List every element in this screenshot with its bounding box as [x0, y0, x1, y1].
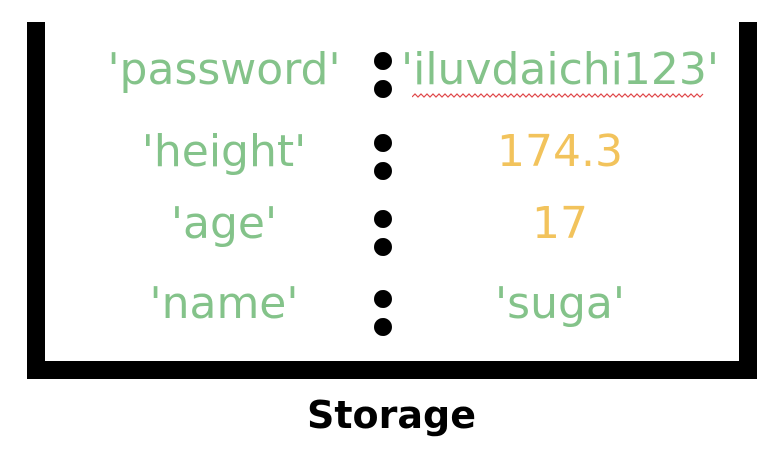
- storage-caption: Storage: [307, 393, 476, 437]
- container-bottom-wall: [27, 361, 757, 379]
- container-right-wall: [739, 22, 757, 379]
- row-value: 17: [532, 198, 588, 249]
- row-key: 'height': [141, 126, 307, 177]
- row-value: 'iluvdaichi123': [401, 44, 719, 95]
- row-key: 'age': [170, 198, 278, 249]
- row-value: 174.3: [497, 126, 623, 177]
- row-value: 'suga': [495, 278, 625, 329]
- colon-separator: [374, 290, 392, 338]
- storage-row-height: 'height' 174.3: [0, 130, 783, 200]
- colon-separator: [374, 210, 392, 258]
- container-left-wall: [27, 22, 45, 379]
- storage-row-age: 'age' 17: [0, 202, 783, 272]
- storage-row-name: 'name' 'suga': [0, 282, 783, 352]
- storage-row-password: 'password' 'iluvdaichi123': [0, 48, 783, 118]
- row-key: 'password': [107, 44, 341, 95]
- colon-separator: [374, 134, 392, 182]
- colon-separator: [374, 52, 392, 100]
- spellcheck-underline: [412, 93, 704, 98]
- row-key: 'name': [149, 278, 299, 329]
